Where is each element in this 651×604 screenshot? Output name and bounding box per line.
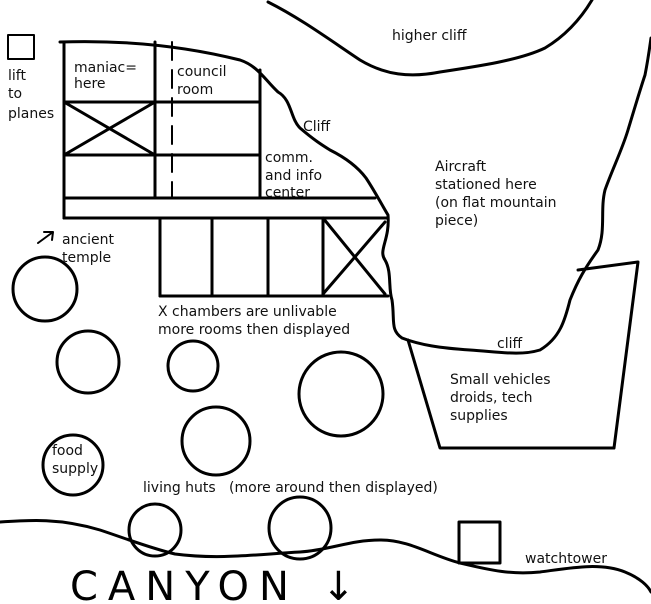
aircraft-label: stationed here — [435, 177, 537, 193]
food-label: food — [52, 443, 83, 459]
maniac-label: maniac= — [74, 60, 137, 76]
higher-cliff-label: higher cliff — [392, 28, 467, 44]
huts-label: living huts (more around then displayed) — [143, 480, 438, 496]
maniac-label: here — [74, 76, 106, 92]
x-chamber-lower-diag-2 — [321, 220, 387, 296]
higher-cliff-edge — [266, 0, 594, 77]
hut-circle-1 — [55, 329, 121, 395]
lift-box — [7, 34, 35, 60]
vehicles-label: droids, tech — [450, 390, 533, 406]
comm-label: and info — [265, 168, 322, 184]
temple-label: temple — [62, 250, 111, 266]
temple-circle — [11, 255, 79, 323]
food-supply-circle — [41, 433, 105, 497]
council-label: room — [177, 82, 213, 98]
aircraft-label: piece) — [435, 213, 478, 229]
hut-circle-4 — [180, 405, 252, 477]
lift-label: to — [8, 86, 22, 102]
food-label: supply — [52, 461, 98, 477]
chambers-label: X chambers are unlivable — [158, 304, 337, 320]
canyon-edge — [0, 518, 651, 594]
cliff-right-label: cliff — [497, 336, 522, 352]
council-label: council — [177, 64, 227, 80]
hut-circle-5 — [127, 502, 183, 558]
canyon-label: CANYON ↓ — [70, 564, 365, 604]
hut-circle-3 — [297, 350, 385, 438]
chambers-label: more rooms then displayed — [158, 322, 350, 338]
lift-label: lift — [8, 68, 26, 84]
vehicles-label: Small vehicles — [450, 372, 551, 388]
comm-label: comm. — [265, 150, 313, 166]
watchtower-box — [457, 520, 502, 565]
lift-label: planes — [8, 106, 54, 122]
aircraft-label: Aircraft — [435, 159, 487, 175]
main-cliff-edge — [58, 36, 651, 355]
hut-circle-2 — [166, 339, 220, 393]
comm-label: center — [265, 185, 310, 201]
temple-label: ancient — [62, 232, 115, 248]
vehicles-label: supplies — [450, 408, 508, 424]
cliff-top-label: Cliff — [303, 119, 331, 135]
watchtower-label: watchtower — [525, 551, 607, 567]
x-chamber-upper-diag-2 — [62, 100, 157, 157]
x-chamber-upper — [62, 100, 157, 157]
temple-arrow-icon — [37, 231, 54, 244]
hut-circle-6 — [267, 495, 333, 561]
aircraft-label: (on flat mountain — [435, 195, 556, 211]
vehicles-storage-outline — [406, 260, 640, 450]
